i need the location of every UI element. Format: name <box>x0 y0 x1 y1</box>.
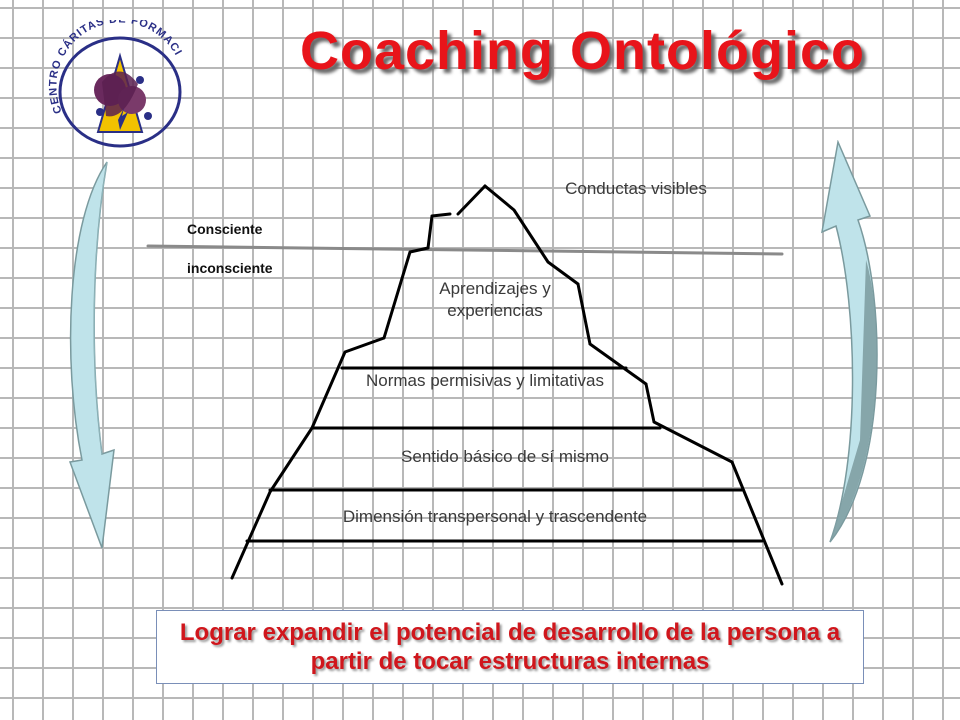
page-title: Coaching Ontológico <box>300 21 865 81</box>
logo: CENTRO CÁRITAS DE FORMACIÓN <box>40 20 183 148</box>
awareness-line <box>146 244 784 256</box>
goal-box: Lograr expandir el potencial de desarrol… <box>156 610 864 684</box>
layer-normas: Normas permisivas y limitativas <box>365 371 605 390</box>
goal-text: Lograr expandir el potencial de desarrol… <box>179 619 841 675</box>
layer-sentido: Sentido básico de sí mismo <box>401 447 609 466</box>
layer-aprendizajes: Aprendizajes y experiencias <box>439 279 551 320</box>
label-consciente: Consciente <box>187 221 263 237</box>
curved-arrow-up-icon <box>821 140 878 543</box>
curved-arrow-down-icon <box>68 161 115 549</box>
label-inconsciente: inconsciente <box>187 260 273 276</box>
layer-dimension: Dimensión transpersonal y trascendente <box>342 507 648 526</box>
layer-conductas: Conductas visibles <box>565 179 707 198</box>
